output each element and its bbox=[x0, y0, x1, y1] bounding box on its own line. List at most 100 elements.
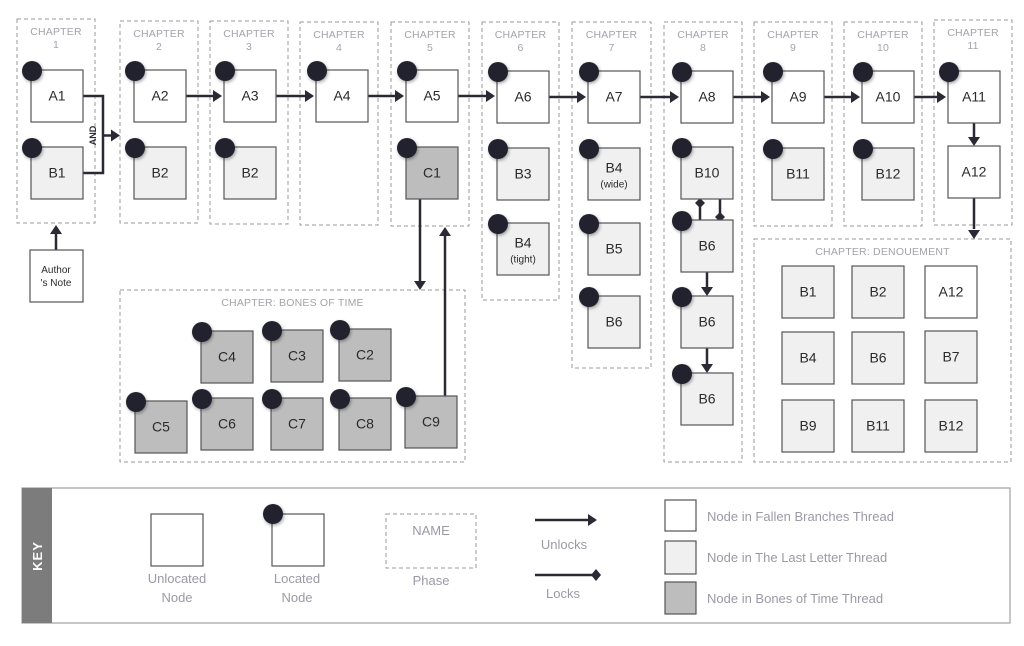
node-a5[interactable]: A5 bbox=[397, 61, 459, 123]
node-box[interactable] bbox=[771, 147, 825, 201]
node-c4[interactable]: C4 bbox=[192, 322, 254, 384]
node-b6[interactable]: B6 bbox=[851, 331, 905, 385]
node-a11[interactable]: A11 bbox=[939, 62, 1001, 124]
node-box[interactable] bbox=[851, 331, 905, 385]
node-box[interactable] bbox=[405, 146, 459, 200]
arrowhead-icon bbox=[50, 225, 62, 234]
node-box[interactable] bbox=[861, 147, 915, 201]
node-label: A1 bbox=[48, 88, 65, 104]
node-box[interactable] bbox=[924, 330, 978, 384]
node-a4[interactable]: A4 bbox=[307, 61, 369, 123]
node-box[interactable] bbox=[861, 70, 915, 124]
node-box[interactable] bbox=[30, 69, 84, 123]
node-b5[interactable]: B5 bbox=[579, 214, 641, 276]
node-b2[interactable]: B2 bbox=[125, 138, 187, 200]
node-a8[interactable]: A8 bbox=[672, 62, 734, 124]
node-box[interactable] bbox=[781, 399, 835, 453]
node-box[interactable] bbox=[924, 399, 978, 453]
node-box[interactable] bbox=[405, 69, 459, 123]
node-c9[interactable]: C9 bbox=[396, 387, 458, 449]
node-label: B3 bbox=[514, 166, 531, 182]
node-box[interactable] bbox=[496, 70, 550, 124]
node-label: C1 bbox=[423, 165, 441, 181]
node-box[interactable] bbox=[404, 395, 458, 449]
node-box[interactable] bbox=[587, 222, 641, 276]
node-a12[interactable]: A12 bbox=[947, 145, 1001, 199]
node-b4[interactable]: B4(wide) bbox=[579, 139, 641, 201]
node-box[interactable] bbox=[781, 331, 835, 385]
legend-located-label-1: Located bbox=[274, 571, 320, 586]
node-c6[interactable]: C6 bbox=[192, 389, 254, 451]
node-b11[interactable]: B11 bbox=[763, 139, 825, 201]
node-box[interactable] bbox=[680, 219, 734, 273]
node-box[interactable] bbox=[270, 329, 324, 383]
node-box[interactable] bbox=[134, 400, 188, 454]
node-box[interactable] bbox=[781, 265, 835, 319]
node-box[interactable] bbox=[947, 145, 1001, 199]
node-c1[interactable]: C1 bbox=[397, 138, 459, 200]
node-box[interactable] bbox=[851, 265, 905, 319]
node-box[interactable] bbox=[338, 397, 392, 451]
node-b3[interactable]: B3 bbox=[488, 139, 550, 201]
node-c3[interactable]: C3 bbox=[262, 321, 324, 383]
node-b6[interactable]: B6 bbox=[579, 287, 641, 349]
node-box[interactable] bbox=[947, 70, 1001, 124]
node-box[interactable] bbox=[133, 146, 187, 200]
node-label: A5 bbox=[423, 88, 440, 104]
node-b6[interactable]: B6 bbox=[672, 287, 734, 349]
node-box[interactable] bbox=[223, 69, 277, 123]
node-box[interactable] bbox=[338, 328, 392, 382]
node-b6[interactable]: B6 bbox=[672, 364, 734, 426]
node-box[interactable] bbox=[496, 147, 550, 201]
node-a9[interactable]: A9 bbox=[763, 62, 825, 124]
authors-note-box[interactable] bbox=[29, 249, 84, 303]
node-box[interactable] bbox=[200, 397, 254, 451]
authors-note[interactable]: Author's Note bbox=[29, 249, 84, 303]
node-box[interactable] bbox=[851, 399, 905, 453]
node-box[interactable] bbox=[200, 330, 254, 384]
node-c5[interactable]: C5 bbox=[126, 392, 188, 454]
node-b6[interactable]: B6 bbox=[672, 211, 734, 273]
node-b2[interactable]: B2 bbox=[215, 138, 277, 200]
node-box[interactable] bbox=[587, 70, 641, 124]
node-box[interactable] bbox=[223, 146, 277, 200]
node-b10[interactable]: B10 bbox=[672, 138, 734, 200]
node-c2[interactable]: C2 bbox=[330, 320, 392, 382]
node-box[interactable] bbox=[496, 222, 550, 276]
node-b1[interactable]: B1 bbox=[781, 265, 835, 319]
node-c7[interactable]: C7 bbox=[262, 389, 324, 451]
node-box[interactable] bbox=[270, 397, 324, 451]
node-b7[interactable]: B7 bbox=[924, 330, 978, 384]
node-a7[interactable]: A7 bbox=[579, 62, 641, 124]
legend-unlocated-label-2: Node bbox=[161, 590, 192, 605]
node-box[interactable] bbox=[680, 295, 734, 349]
node-box[interactable] bbox=[680, 146, 734, 200]
node-b4[interactable]: B4 bbox=[781, 331, 835, 385]
node-a1[interactable]: A1 bbox=[22, 61, 84, 123]
node-b12[interactable]: B12 bbox=[853, 139, 915, 201]
node-b11[interactable]: B11 bbox=[851, 399, 905, 453]
node-a2[interactable]: A2 bbox=[125, 61, 187, 123]
node-b1[interactable]: B1 bbox=[22, 138, 84, 200]
node-b4[interactable]: B4(tight) bbox=[488, 214, 550, 276]
node-a6[interactable]: A6 bbox=[488, 62, 550, 124]
node-b2[interactable]: B2 bbox=[851, 265, 905, 319]
node-box[interactable] bbox=[315, 69, 369, 123]
node-box[interactable] bbox=[133, 69, 187, 123]
node-box[interactable] bbox=[587, 147, 641, 201]
node-c8[interactable]: C8 bbox=[330, 389, 392, 451]
node-label: C9 bbox=[422, 414, 440, 430]
node-b12[interactable]: B12 bbox=[924, 399, 978, 453]
node-b9[interactable]: B9 bbox=[781, 399, 835, 453]
node-box[interactable] bbox=[924, 265, 978, 319]
node-a10[interactable]: A10 bbox=[853, 62, 915, 124]
node-a12[interactable]: A12 bbox=[924, 265, 978, 319]
node-box[interactable] bbox=[680, 70, 734, 124]
node-a3[interactable]: A3 bbox=[215, 61, 277, 123]
node-box[interactable] bbox=[587, 295, 641, 349]
node-box[interactable] bbox=[771, 70, 825, 124]
node-box[interactable] bbox=[30, 146, 84, 200]
node-box[interactable] bbox=[680, 372, 734, 426]
